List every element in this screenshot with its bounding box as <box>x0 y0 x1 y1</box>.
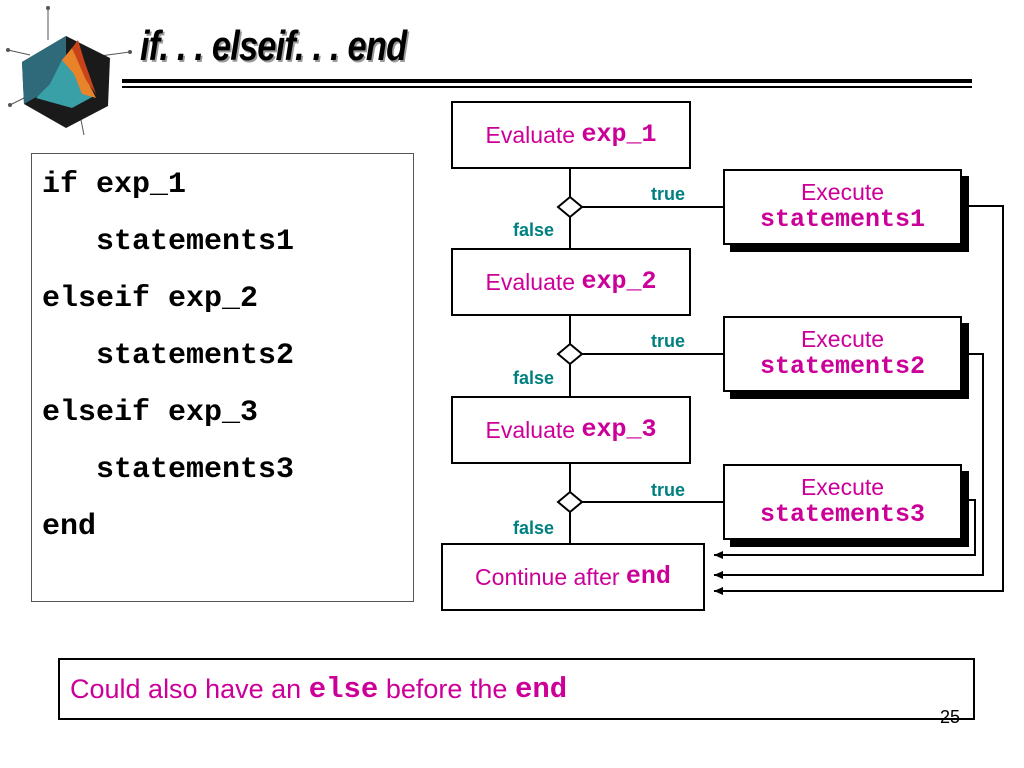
false-label: false <box>513 368 555 388</box>
evaluate-exp1-box: Evaluate exp_1 <box>451 101 691 169</box>
statements2-keyword: statements2 <box>759 351 926 381</box>
note-text: Could also have an <box>70 673 302 704</box>
note-box: Could also have an else before the end <box>58 658 975 720</box>
true-label: true <box>651 184 686 204</box>
code-line: end <box>42 510 97 544</box>
title-rule-top <box>122 79 972 83</box>
title-rule-bottom <box>122 86 972 88</box>
execute-label: Execute <box>800 179 885 206</box>
execute-label: Execute <box>800 326 885 353</box>
evaluate-label: Evaluate <box>485 268 576 295</box>
true-label: true <box>651 331 686 351</box>
exp3-keyword: exp_3 <box>581 414 657 444</box>
continue-label: Continue after <box>475 563 620 590</box>
code-panel: if exp_1 statements1 elseif exp_2 statem… <box>31 153 414 602</box>
continue-after-end-box: Continue after end <box>441 543 705 611</box>
code-line: if exp_1 <box>42 168 187 202</box>
code-line: elseif exp_3 <box>42 396 259 430</box>
exp2-keyword: exp_2 <box>581 266 657 296</box>
false-label: false <box>513 220 555 240</box>
end-keyword: end <box>625 561 671 591</box>
true-label: true <box>651 480 686 500</box>
code-line: statements1 <box>42 225 295 259</box>
slide-title: if. . . elseif. . . end <box>140 22 407 69</box>
code-line: statements2 <box>42 339 295 373</box>
execute-statements3-box: Execute statements3 <box>723 464 962 540</box>
execute-label: Execute <box>800 474 885 501</box>
matlab-logo <box>6 6 132 136</box>
end-keyword: end <box>514 672 568 706</box>
code-line: elseif exp_2 <box>42 282 259 316</box>
statements1-keyword: statements1 <box>759 204 926 234</box>
execute-statements1-box: Execute statements1 <box>723 169 962 245</box>
statements3-keyword: statements3 <box>759 499 926 529</box>
false-label: false <box>513 518 555 538</box>
code-line: statements3 <box>42 453 295 487</box>
execute-statements2-box: Execute statements2 <box>723 316 962 392</box>
evaluate-exp3-box: Evaluate exp_3 <box>451 396 691 464</box>
else-keyword: else <box>308 672 379 706</box>
evaluate-label: Evaluate <box>485 121 576 148</box>
evaluate-label: Evaluate <box>485 416 576 443</box>
page-number: 25 <box>940 707 961 727</box>
exp1-keyword: exp_1 <box>581 119 657 149</box>
evaluate-exp2-box: Evaluate exp_2 <box>451 248 691 316</box>
note-text: before the <box>385 673 508 704</box>
